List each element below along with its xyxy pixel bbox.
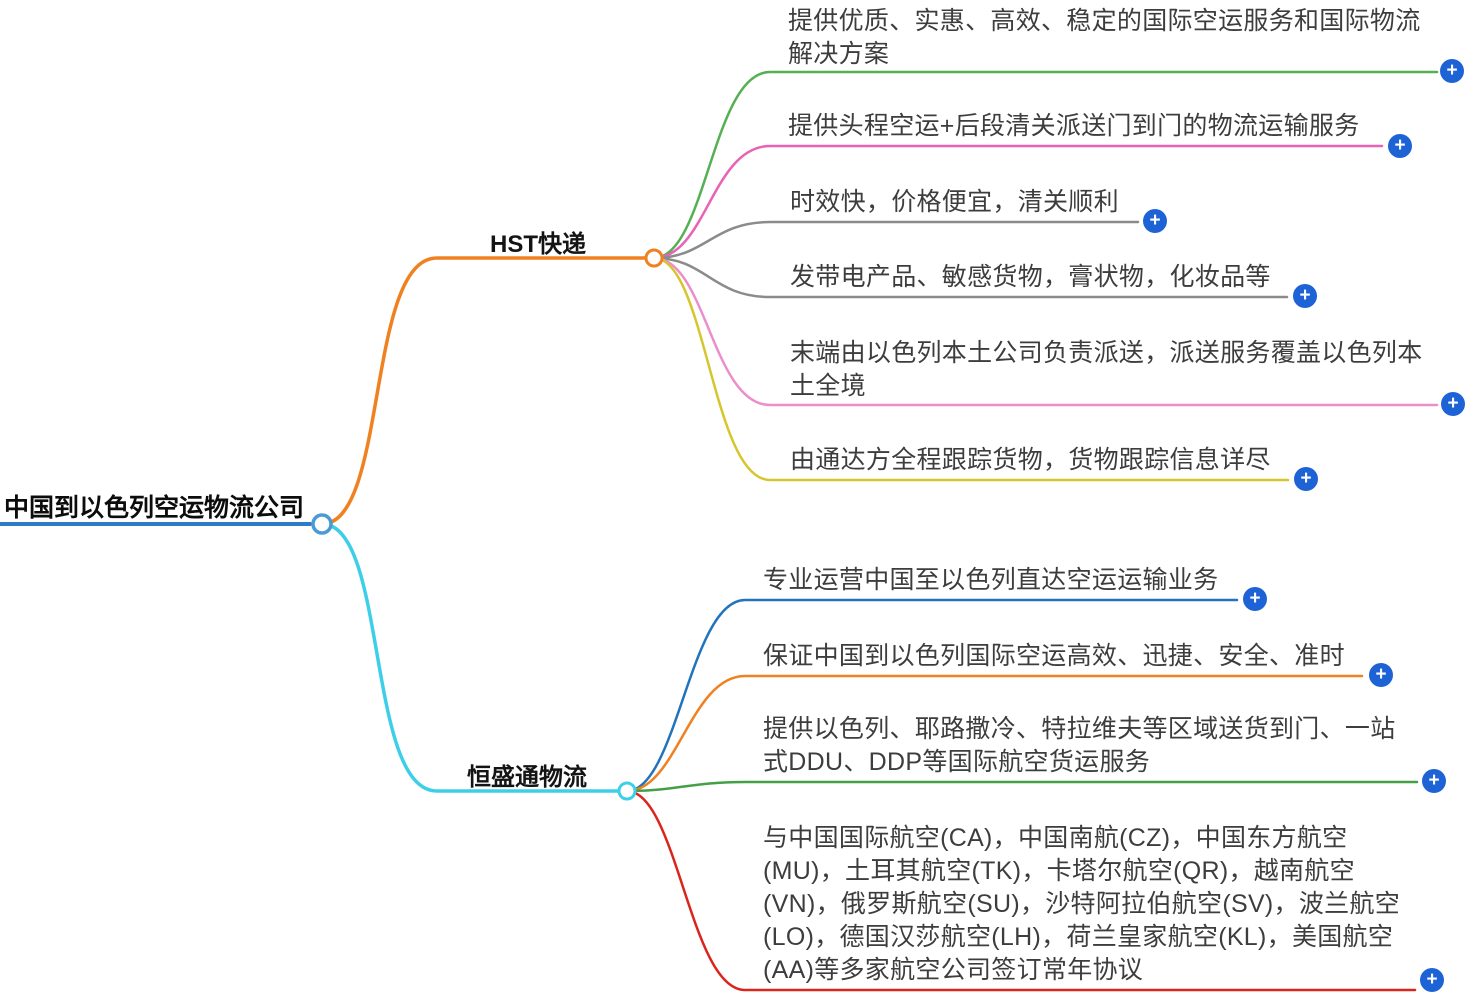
root-node-circle[interactable]	[311, 513, 333, 535]
hst-node-circle[interactable]	[644, 248, 664, 268]
plus-icon[interactable]: +	[1420, 968, 1444, 992]
leaf-line-hst-3	[652, 256, 1289, 299]
plus-icon[interactable]: +	[1243, 587, 1267, 611]
leaf-line-hst2-3	[625, 789, 1417, 992]
plus-icon[interactable]: +	[1294, 467, 1318, 491]
branch-line-hst	[320, 256, 647, 526]
leaf-label-hst-1[interactable]: 提供头程空运+后段清关派送门到门的物流运输服务	[788, 112, 1360, 140]
branch-label-hengshengtong[interactable]: 恒盛通物流	[467, 764, 587, 791]
leaf-label-hst-0[interactable]: 提供优质、实惠、高效、稳定的国际空运服务和国际物流解决方案	[788, 7, 1421, 68]
leaf-label-hst-5[interactable]: 由通达方全程跟踪货物，货物跟踪信息详尽	[790, 446, 1271, 474]
plus-icon[interactable]: +	[1388, 134, 1412, 158]
branch-label-hst[interactable]: HST快递	[490, 231, 586, 258]
leaf-label-hengshengtong-1[interactable]: 保证中国到以色列国际空运高效、迅捷、安全、准时	[763, 642, 1345, 670]
plus-icon[interactable]: +	[1369, 663, 1393, 687]
plus-icon[interactable]: +	[1441, 392, 1465, 416]
leaf-label-hengshengtong-3[interactable]: 与中国国际航空(CA)，中国南航(CZ)，中国东方航空(MU)，土耳其航空(TK…	[763, 824, 1401, 984]
leaf-line-hst-4	[652, 256, 1439, 407]
leaf-line-hst2-1	[625, 674, 1364, 793]
leaf-line-hst-0	[652, 70, 1439, 260]
plus-icon[interactable]: +	[1440, 59, 1464, 83]
plus-icon[interactable]: +	[1422, 769, 1446, 793]
plus-icon[interactable]: +	[1293, 284, 1317, 308]
leaf-label-hst-3[interactable]: 发带电产品、敏感货物，膏状物，化妆品等	[790, 263, 1271, 291]
leaf-label-hst-2[interactable]: 时效快，价格便宜，清关顺利	[790, 188, 1119, 216]
leaf-label-hengshengtong-0[interactable]: 专业运营中国至以色列直达空运运输业务	[763, 566, 1219, 594]
leaf-line-hst-2	[652, 220, 1140, 260]
hengshengtong-node-circle[interactable]	[617, 781, 637, 801]
plus-icon[interactable]: +	[1143, 209, 1167, 233]
leaf-label-hst-4[interactable]: 末端由以色列本土公司负责派送，派送服务覆盖以色列本土全境	[790, 339, 1423, 400]
leaf-line-hst-5	[652, 256, 1290, 482]
leaf-line-hst2-2	[625, 780, 1419, 793]
branch-line-hengshengtong	[320, 522, 620, 793]
leaf-label-hengshengtong-2[interactable]: 提供以色列、耶路撒冷、特拉维夫等区域送货到门、一站式DDU、DDP等国际航空货运…	[763, 715, 1396, 776]
root-node-label[interactable]: 中国到以色列空运物流公司	[4, 494, 305, 522]
leaf-line-hst-1	[652, 144, 1384, 260]
leaf-line-hst2-0	[625, 598, 1239, 793]
